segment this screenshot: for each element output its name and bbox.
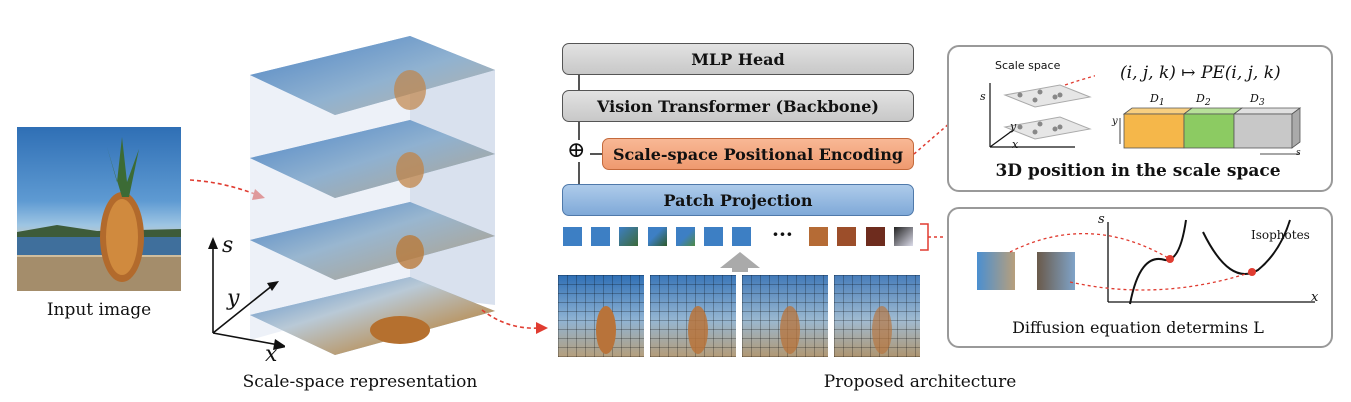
axis-y-label: y: [227, 286, 240, 311]
d3-label: D3: [1250, 92, 1265, 109]
scale-space-stack: [250, 36, 495, 355]
input-image: [17, 127, 181, 291]
token: [591, 227, 610, 246]
token: [648, 227, 667, 246]
pineapple-photo: [17, 137, 181, 291]
arrow-to-patches: [481, 309, 548, 334]
token: [809, 227, 828, 246]
embedding-blocks: [1119, 107, 1302, 155]
mlp-head-box: MLP Head: [562, 43, 914, 75]
scale-space-title: Scale space: [995, 59, 1061, 72]
pe-formula: (i, j, k) ↦ PE(i, j, k): [1120, 63, 1281, 83]
token-bracket: [920, 223, 946, 251]
token: [619, 227, 638, 246]
patch-projection-box: Patch Projection: [562, 184, 914, 216]
token: [704, 227, 723, 246]
bottom-panel-caption: Diffusion equation determins L: [1012, 318, 1264, 337]
plus-icon: ⊕: [567, 138, 586, 163]
positional-encoding-box: Scale-space Positional Encoding: [602, 138, 914, 170]
token: [563, 227, 582, 246]
axis-s-label: s: [222, 233, 234, 258]
isophote-plot: [1009, 219, 1315, 305]
token: [732, 227, 751, 246]
plot-axis-s: s: [1098, 212, 1105, 227]
architecture-caption: Proposed architecture: [823, 372, 1017, 392]
input-image-caption: Input image: [46, 300, 152, 320]
scale-space-grid: [989, 75, 1095, 148]
token: [676, 227, 695, 246]
emb-s: s: [1296, 148, 1301, 158]
connector-3: [590, 153, 602, 155]
isophotes-label: Isophotes: [1251, 228, 1310, 242]
d2-label: D2: [1196, 92, 1211, 109]
token: [866, 227, 885, 246]
token: [894, 227, 913, 246]
backbone-box: Vision Transformer (Backbone): [562, 90, 914, 122]
up-arrow-icon: [720, 252, 760, 272]
emb-y: y: [1112, 116, 1118, 127]
connector-1: [578, 75, 580, 91]
axis-x-label: x: [265, 342, 278, 367]
grid-axis-x: x: [1012, 138, 1019, 151]
plot-axis-x: x: [1311, 290, 1319, 305]
top-panel-caption: 3D position in the scale space: [995, 161, 1281, 181]
pineapple-overlays: [596, 306, 892, 354]
xyz-axes: [208, 237, 285, 350]
token: [837, 227, 856, 246]
grid-axis-s: s: [980, 90, 986, 103]
diffusion-patch-2: [1037, 252, 1075, 290]
diffusion-patch-1: [977, 252, 1015, 290]
grid-axis-y: y: [1010, 120, 1017, 133]
d1-label: D1: [1150, 92, 1165, 109]
scale-space-caption: Scale-space representation: [242, 372, 478, 392]
token-ellipsis: ···: [772, 222, 793, 246]
